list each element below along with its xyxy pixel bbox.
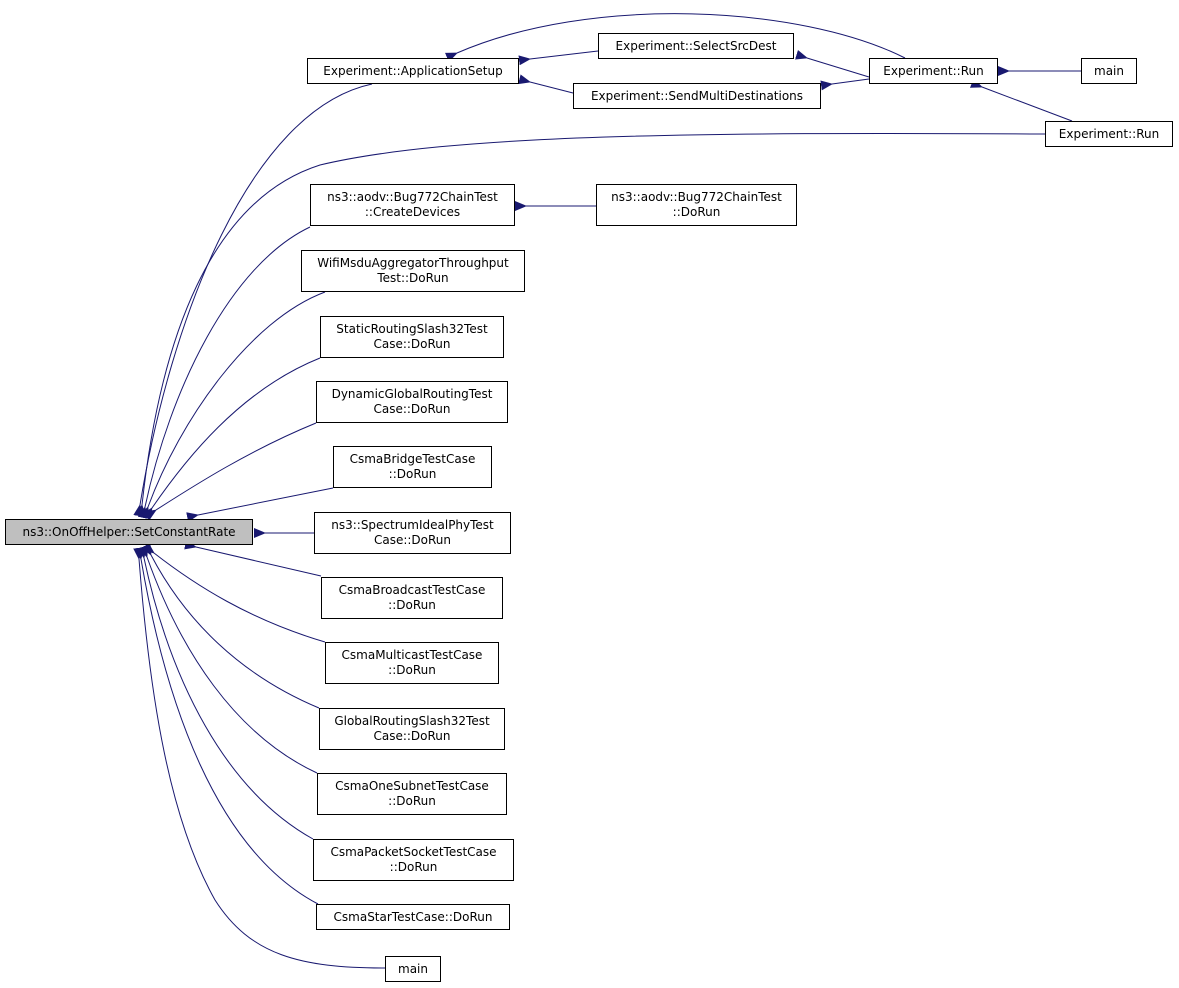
node-select-src-dest[interactable]: Experiment::SelectSrcDest bbox=[598, 33, 794, 59]
node-label-line: Case::DoRun bbox=[373, 402, 451, 416]
node-label-line: CsmaStarTestCase::DoRun bbox=[333, 909, 493, 924]
edge-from-csma-bridge bbox=[186, 487, 334, 523]
edge-from-run-b bbox=[969, 78, 1073, 122]
edge-from-csma-one-subnet bbox=[138, 544, 318, 774]
node-csma-star[interactable]: CsmaStarTestCase::DoRun bbox=[316, 904, 510, 930]
node-label-line: main bbox=[398, 961, 428, 976]
node-label-line: CsmaMulticastTestCase bbox=[341, 648, 483, 662]
node-label-line: WifiMsduAggregatorThroughput bbox=[317, 256, 509, 270]
node-label-line: ::CreateDevices bbox=[364, 205, 461, 219]
node-label-line: ::DoRun bbox=[388, 598, 436, 612]
node-label-line: Experiment::SelectSrcDest bbox=[615, 38, 777, 53]
node-root: ns3::OnOffHelper::SetConstantRate bbox=[5, 519, 253, 545]
node-label-line: CsmaPacketSocketTestCase bbox=[330, 845, 497, 859]
node-label-line: Experiment::Run bbox=[883, 63, 984, 78]
node-bug772-dorun[interactable]: ns3::aodv::Bug772ChainTest::DoRun bbox=[596, 184, 797, 226]
node-label-line: ::DoRun bbox=[672, 205, 721, 219]
edge-from-csma-star bbox=[134, 547, 319, 905]
edge-from-csma-packet-socket bbox=[136, 546, 314, 840]
node-csma-broadcast[interactable]: CsmaBroadcastTestCase::DoRun bbox=[321, 577, 503, 619]
node-label-line: Case::DoRun bbox=[373, 337, 451, 351]
node-label-line: StaticRoutingSlash32Test bbox=[336, 322, 488, 336]
node-label-line: GlobalRoutingSlash32Test bbox=[334, 714, 490, 728]
node-csma-bridge[interactable]: CsmaBridgeTestCase::DoRun bbox=[333, 446, 492, 488]
node-main-b[interactable]: main bbox=[385, 956, 441, 982]
edge-from-run-a bbox=[795, 49, 870, 78]
node-label-line: CsmaOneSubnetTestCase bbox=[335, 779, 489, 793]
node-label-line: Experiment::ApplicationSetup bbox=[323, 63, 503, 78]
node-label-line: ::DoRun bbox=[388, 663, 436, 677]
node-create-devices[interactable]: ns3::aodv::Bug772ChainTest::CreateDevice… bbox=[310, 184, 515, 226]
node-label-line: Test::DoRun bbox=[377, 271, 449, 285]
edge-from-dynamic-global bbox=[144, 422, 317, 521]
node-label-line: Case::DoRun bbox=[373, 533, 452, 547]
edge-from-app-setup bbox=[133, 83, 373, 517]
edge-from-csma-multicast bbox=[142, 542, 326, 643]
node-label-line: ns3::aodv::Bug772ChainTest bbox=[611, 190, 782, 204]
edge-from-create-devices bbox=[137, 226, 311, 519]
node-label-line: ::DoRun bbox=[388, 794, 436, 808]
node-label-line: CsmaBridgeTestCase bbox=[349, 452, 476, 466]
edge-from-static-routing bbox=[141, 357, 321, 520]
node-label-line: ns3::aodv::Bug772ChainTest bbox=[327, 190, 498, 204]
node-send-multi[interactable]: Experiment::SendMultiDestinations bbox=[573, 83, 821, 109]
edge-from-run-b bbox=[135, 132, 1046, 517]
node-run-a[interactable]: Experiment::Run bbox=[869, 58, 998, 84]
edge-from-send-multi bbox=[518, 74, 574, 94]
node-label-line: main bbox=[1094, 63, 1124, 78]
node-label-line: CsmaBroadcastTestCase bbox=[338, 583, 486, 597]
node-csma-packet-socket[interactable]: CsmaPacketSocketTestCase::DoRun bbox=[313, 839, 514, 881]
node-label-line: Case::DoRun bbox=[373, 729, 451, 743]
edge-from-main-b bbox=[133, 547, 386, 969]
edge-from-run-a bbox=[820, 78, 870, 91]
edge-from-run-a bbox=[444, 13, 906, 62]
node-csma-one-subnet[interactable]: CsmaOneSubnetTestCase::DoRun bbox=[317, 773, 507, 815]
node-label-line: DynamicGlobalRoutingTest bbox=[331, 387, 493, 401]
node-label-line: ::DoRun bbox=[389, 860, 438, 874]
node-run-b[interactable]: Experiment::Run bbox=[1045, 121, 1173, 147]
node-label-line: Experiment::Run bbox=[1058, 126, 1160, 141]
node-label-line: ns3::OnOffHelper::SetConstantRate bbox=[22, 524, 236, 539]
node-label-line: Experiment::SendMultiDestinations bbox=[590, 88, 804, 103]
edge-from-wifi-msdu bbox=[139, 291, 326, 520]
edge-from-select-src-dest bbox=[518, 50, 599, 66]
node-app-setup[interactable]: Experiment::ApplicationSetup bbox=[307, 58, 519, 84]
edge-from-csma-broadcast bbox=[184, 539, 322, 577]
edge-from-global-routing bbox=[141, 542, 320, 709]
node-csma-multicast[interactable]: CsmaMulticastTestCase::DoRun bbox=[325, 642, 499, 684]
node-label-line: ns3::SpectrumIdealPhyTest bbox=[331, 518, 494, 532]
node-main-a[interactable]: main bbox=[1081, 58, 1137, 84]
node-label-line: ::DoRun bbox=[388, 467, 437, 481]
